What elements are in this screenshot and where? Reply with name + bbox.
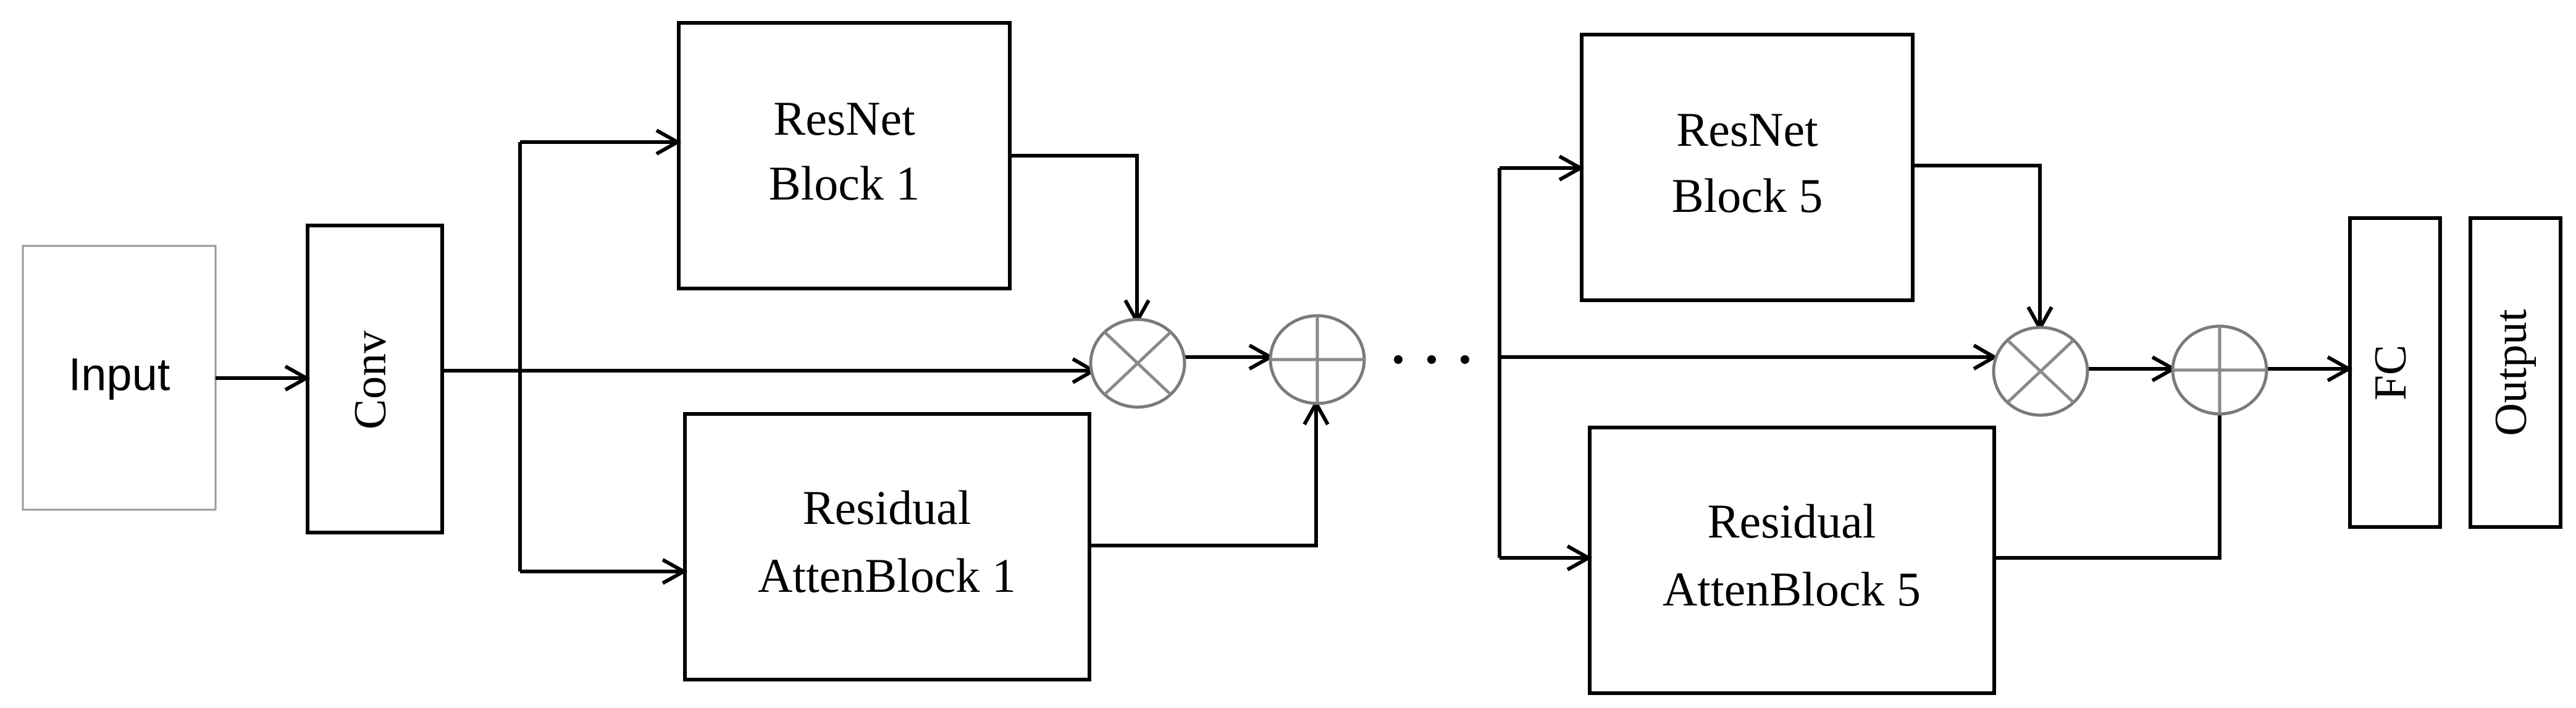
multiply-operator-5 — [1992, 326, 2089, 417]
residual-atten-block-5-line1: Residual — [1708, 494, 1876, 548]
resnet-block-1-line1: ResNet — [773, 91, 915, 145]
conv-box — [306, 224, 444, 534]
arrowhead-residual-atten-block-5 — [1566, 544, 1593, 571]
residual-atten-block-1-line2: AttenBlock 1 — [758, 549, 1016, 602]
fc-label: FC — [2365, 345, 2416, 401]
residual-atten-block-1-box — [683, 412, 1091, 681]
arrowhead-conv — [284, 365, 311, 392]
fc-box — [2348, 216, 2442, 529]
arrowhead-resnet-block-1 — [655, 129, 682, 156]
conv-label: Conv — [345, 331, 396, 429]
input-label: Input — [69, 349, 170, 400]
arrowhead-residual-atten-block-1 — [661, 558, 688, 585]
arrowhead-multiply-5-main — [1973, 343, 1999, 371]
output-box — [2469, 216, 2562, 529]
edge-residual-atten-block-1-add — [1089, 406, 1318, 547]
ellipsis — [1394, 355, 1469, 364]
resnet-block-5-box — [1580, 33, 1915, 302]
resnet-block-1-box — [677, 21, 1012, 290]
arrowhead-fc — [2326, 355, 2353, 382]
resnet-block-5-line2: Block 5 — [1672, 169, 1823, 222]
input-box — [22, 245, 217, 511]
edge-residual-atten-block-5-add — [1994, 414, 2221, 560]
output-label: Output — [2486, 309, 2536, 436]
add-operator-1 — [1269, 314, 1366, 405]
resnet-block-5-line1: ResNet — [1676, 103, 1818, 156]
multiply-operator-1 — [1089, 318, 1186, 409]
residual-atten-block-1-line1: Residual — [803, 481, 971, 534]
arrowhead-resnet-block-5 — [1558, 154, 1585, 182]
residual-atten-block-5-box — [1588, 426, 1996, 695]
edge-resnet-block-5-multiply — [1913, 164, 2042, 326]
resnet-block-1-line2: Block 1 — [769, 156, 920, 210]
add-operator-5 — [2171, 324, 2268, 416]
edge-resnet-block-1-multiply — [1010, 154, 1139, 319]
residual-atten-block-5-line2: AttenBlock 5 — [1663, 562, 1921, 616]
